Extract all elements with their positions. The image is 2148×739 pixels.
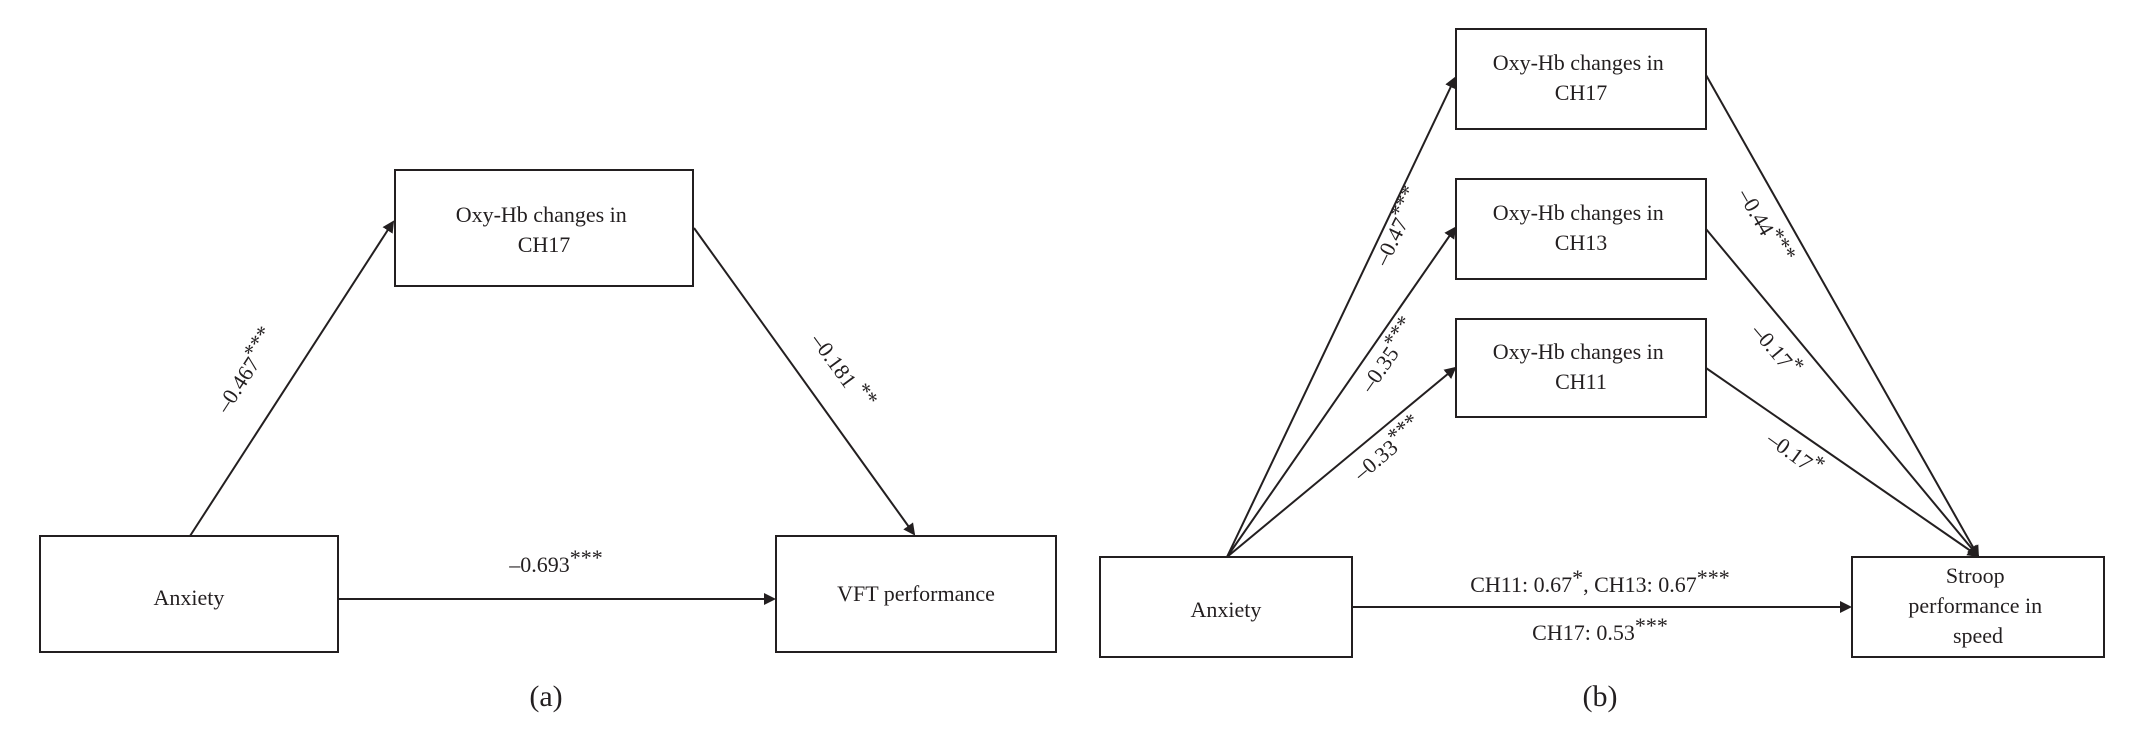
panel-b-label-ch13-outcome: –0.17* xyxy=(1746,314,1810,382)
panel-b-arrow-ch11-to-outcome xyxy=(1705,367,1980,558)
panel-b-label-anxiety-ch13: –0.35*** xyxy=(1349,311,1423,398)
panel-b-outcome-label: Stroop performance in speed xyxy=(1908,563,2047,648)
panel-a-caption: (a) xyxy=(529,680,562,713)
panel-b-caption: (b) xyxy=(1583,680,1618,713)
panel-b-label-ch17-outcome: –0.44*** xyxy=(1733,180,1802,268)
panel-a-arrow-anxiety-to-mediator xyxy=(189,220,395,537)
panel-b: Oxy-Hb changes in CH17 Oxy-Hb changes in… xyxy=(1099,28,2105,713)
panel-a-anxiety-label: Anxiety xyxy=(154,585,225,610)
panel-b-ch13-label: Oxy-Hb changes in CH13 xyxy=(1493,200,1670,255)
panel-b-ch11-box xyxy=(1455,318,1707,418)
panel-a-label-a-path: –0.467*** xyxy=(204,321,282,418)
panel-b-label-direct-line1: CH11: 0.67*, CH13: 0.67*** xyxy=(1470,565,1730,597)
panel-a-mediator-label: Oxy-Hb changes in CH17 xyxy=(456,202,633,257)
panel-b-label-anxiety-ch11: –0.33*** xyxy=(1343,408,1428,486)
panel-a-mediator-box xyxy=(394,169,694,287)
panel-b-anxiety-box xyxy=(1099,556,1353,658)
panel-b-ch17-label: Oxy-Hb changes in CH17 xyxy=(1493,50,1670,105)
panel-b-arrow-ch13-to-outcome xyxy=(1705,228,1980,558)
panel-b-ch11-label: Oxy-Hb changes in CH11 xyxy=(1493,339,1670,394)
panel-a: Oxy-Hb changes in CH17 Anxiety VFT perfo… xyxy=(39,169,1057,713)
panel-a-outcome-label: VFT performance xyxy=(837,581,995,606)
panel-b-ch17-box xyxy=(1455,28,1707,130)
panel-a-anxiety-box xyxy=(39,535,339,653)
panel-b-arrow-ch17-to-outcome xyxy=(1705,74,1979,558)
panel-b-outcome-box xyxy=(1851,556,2105,658)
panel-b-arrow-anxiety-to-ch13 xyxy=(1226,226,1457,558)
panel-a-label-direct: –0.693*** xyxy=(508,545,603,577)
panel-b-ch13-box xyxy=(1455,178,1707,280)
panel-b-arrow-anxiety-to-ch17 xyxy=(1226,76,1457,558)
panel-b-arrow-anxiety-to-ch11 xyxy=(1226,366,1457,558)
panel-a-arrow-mediator-to-outcome xyxy=(693,227,916,536)
panel-b-label-direct-line2: CH17: 0.53*** xyxy=(1532,613,1668,645)
panel-b-anxiety-label: Anxiety xyxy=(1191,597,1262,622)
panel-a-outcome-box xyxy=(775,535,1057,653)
panel-b-label-anxiety-ch17: –0.47*** xyxy=(1362,181,1427,270)
